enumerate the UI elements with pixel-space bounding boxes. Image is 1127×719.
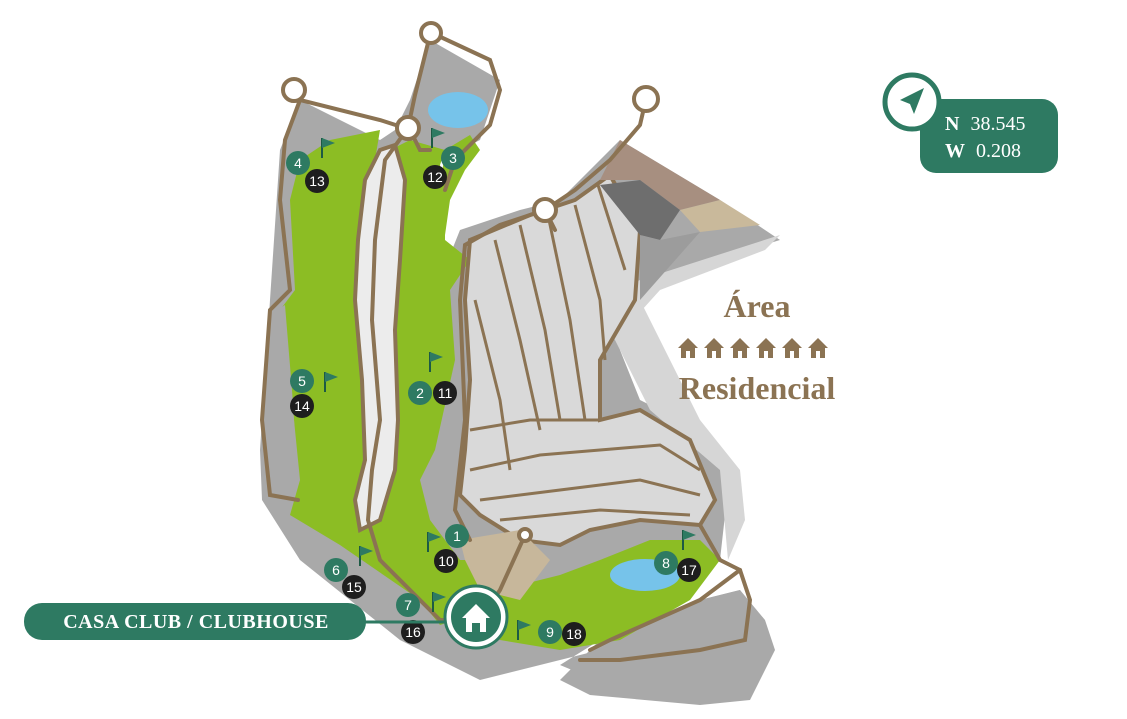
navigation-arrow-icon (882, 72, 942, 132)
svg-text:13: 13 (309, 173, 325, 189)
svg-text:N 38.545: N 38.545 (945, 113, 1025, 135)
svg-text:10: 10 (438, 553, 454, 569)
svg-text:15: 15 (346, 579, 362, 595)
hole-marker-5-14[interactable]: 5 14 (290, 369, 314, 418)
svg-text:9: 9 (546, 624, 554, 640)
house-row-icon (678, 338, 828, 358)
hole-marker-4-13[interactable]: 4 13 (286, 151, 329, 193)
hole-markers: 1 10 2 11 3 12 4 13 5 14 (286, 146, 701, 646)
clubhouse-label[interactable]: CASA CLUB / CLUBHOUSE (24, 603, 366, 640)
svg-text:18: 18 (566, 626, 582, 642)
svg-text:16: 16 (405, 624, 421, 640)
svg-text:14: 14 (294, 398, 310, 414)
sand-area (460, 530, 550, 600)
svg-text:12: 12 (427, 169, 443, 185)
latitude-label: N (945, 113, 960, 135)
svg-text:CASA CLUB / CLUBHOUSE: CASA CLUB / CLUBHOUSE (63, 611, 329, 633)
svg-text:11: 11 (438, 385, 453, 401)
svg-text:W 0.208: W 0.208 (945, 140, 1021, 162)
hole-marker-1-10[interactable]: 1 10 (434, 524, 469, 573)
hole-marker-6-15[interactable]: 6 15 (324, 558, 366, 599)
hole-marker-7-16[interactable]: 7 16 (396, 593, 425, 644)
svg-text:Residencial: Residencial (679, 370, 836, 406)
house-icon (462, 604, 490, 632)
svg-text:7: 7 (404, 597, 412, 613)
residential-lots (457, 140, 760, 548)
svg-text:1: 1 (453, 528, 461, 544)
svg-text:2: 2 (416, 385, 424, 401)
svg-text:3: 3 (449, 150, 457, 166)
svg-text:8: 8 (662, 555, 670, 571)
area-residencial-label: Área Residencial (678, 288, 835, 406)
hole-marker-2-11[interactable]: 2 11 (408, 381, 457, 405)
svg-text:17: 17 (681, 562, 697, 578)
latitude-value: 38.545 (970, 113, 1025, 135)
water-hazard-top (428, 92, 488, 128)
hole-marker-9-18[interactable]: 9 18 (538, 620, 586, 646)
hole-marker-8-17[interactable]: 8 17 (654, 551, 701, 582)
svg-text:6: 6 (332, 562, 340, 578)
svg-text:4: 4 (294, 155, 302, 171)
clubhouse-marker[interactable] (443, 584, 509, 650)
path-nodes (281, 21, 660, 543)
longitude-label: W (945, 140, 965, 162)
longitude-value: 0.208 (976, 140, 1021, 162)
coordinates-panel: N 38.545 W 0.208 (882, 72, 1058, 173)
svg-text:5: 5 (298, 373, 306, 389)
svg-text:Área: Área (724, 288, 791, 324)
hole-marker-3-12[interactable]: 3 12 (423, 146, 465, 189)
fairways (262, 130, 720, 650)
